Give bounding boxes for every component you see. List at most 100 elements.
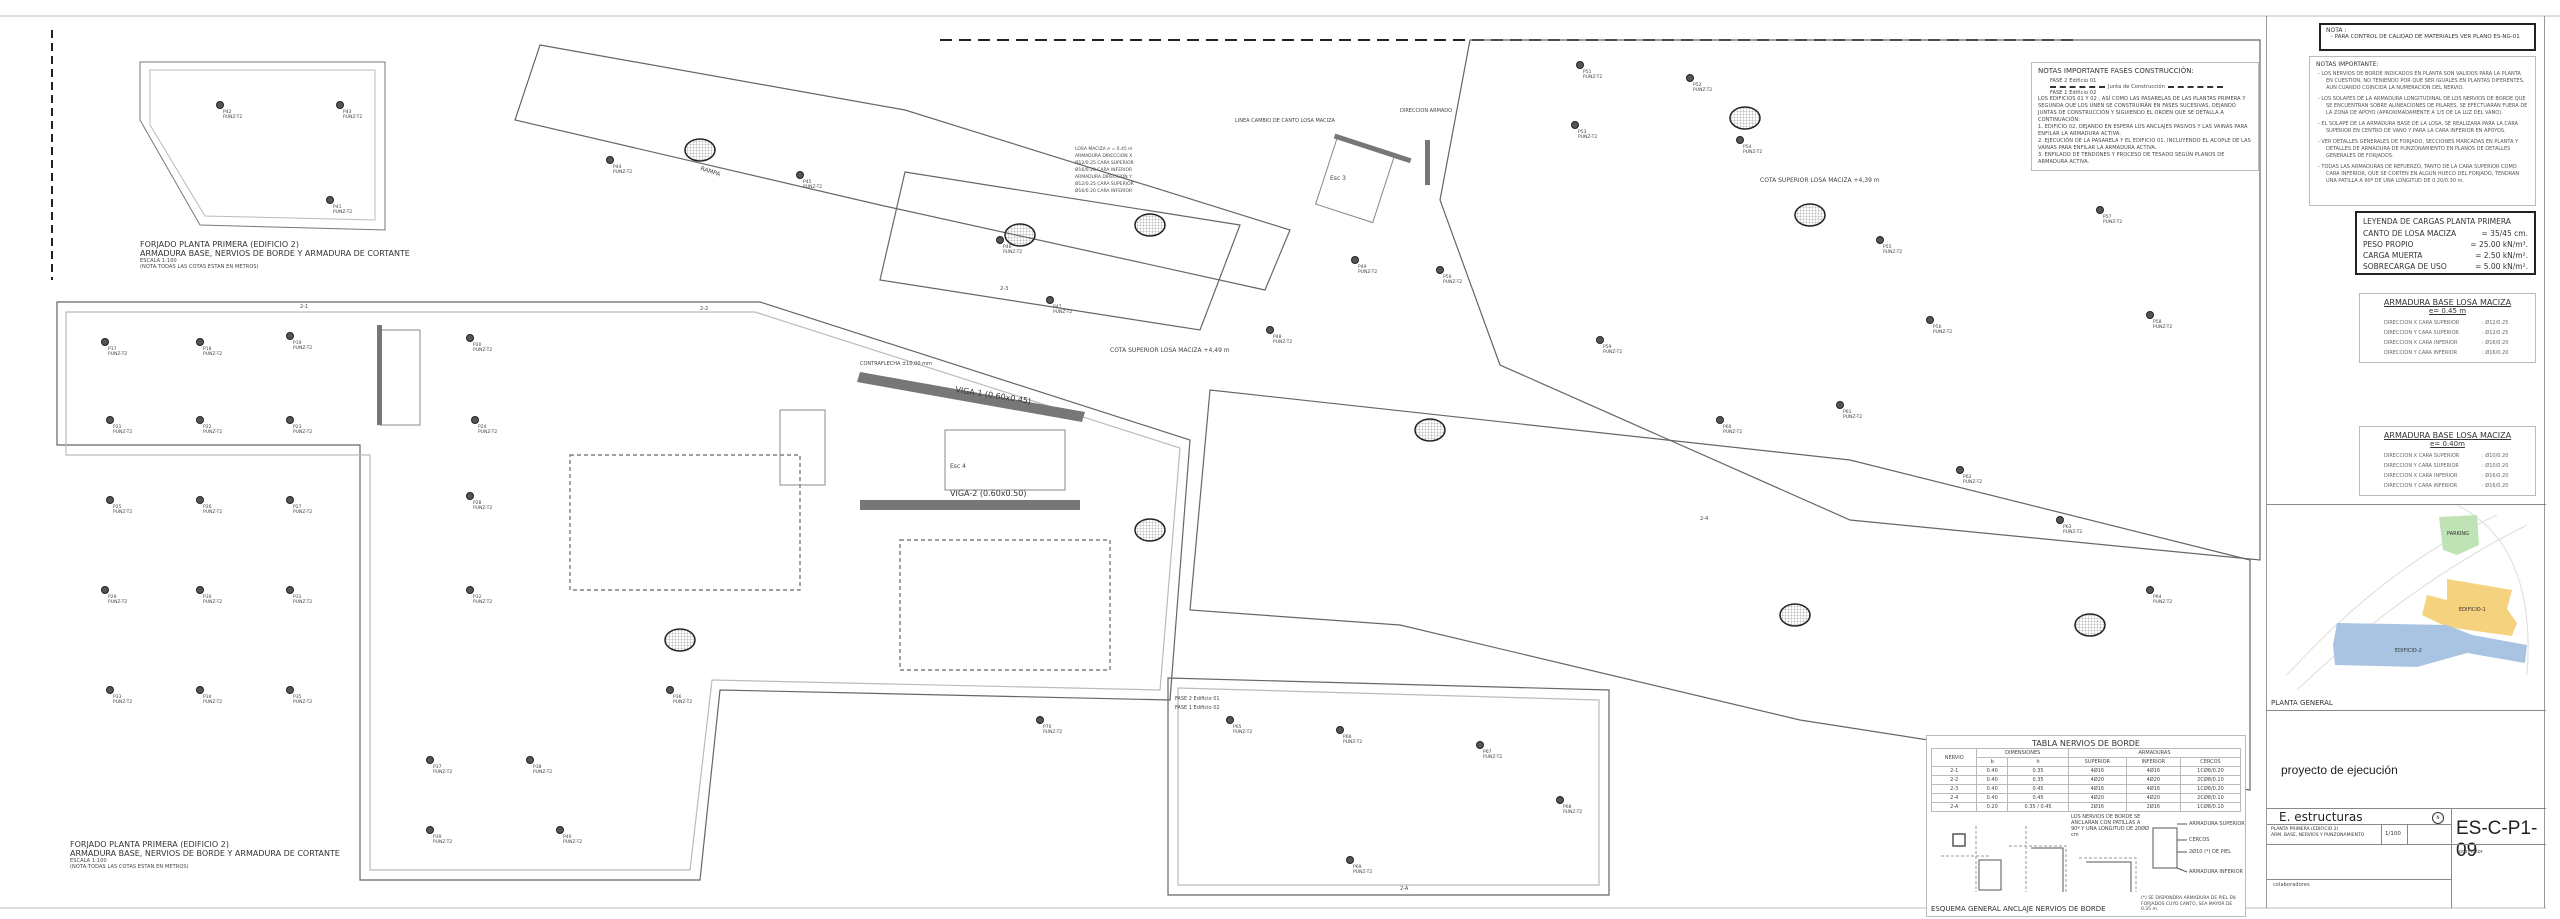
table-cell: 0.35 (2007, 766, 2070, 776)
pillar-id: P32 (473, 594, 482, 600)
opening-void-2 (899, 539, 1111, 671)
pillar-id: P36 (673, 694, 682, 700)
pillar-id: P19 (293, 340, 302, 346)
table-cell: 0.40 (1976, 784, 2009, 794)
pillar-type: PUNZ-T2 (293, 429, 312, 435)
north-icon: N (2432, 812, 2444, 824)
contraflecha-label: CONTRAFLECHA ±10,00 mm (860, 361, 932, 367)
table-cell: 0.45 (2007, 784, 2070, 794)
table-header-row: b h SUPERIOR INFERIOR CERCOS (1932, 757, 2242, 767)
divider (2267, 844, 2546, 845)
table-cell: 2Ø16 (2068, 802, 2127, 812)
pillar-id: P46 (1003, 244, 1012, 250)
nota-text: - PARA CONTROL DE CALIDAD DE MATERIALES … (2331, 34, 2520, 40)
table-cell: 1CØ8/0.20 (2179, 784, 2242, 794)
anclaje-label: ARMADURA SUPERIOR (2189, 821, 2245, 827)
header-cell: ARMADURAS (2068, 748, 2241, 758)
pillar-marker (1876, 236, 1884, 244)
punching-reinforcement-zone (1779, 603, 1811, 627)
pillar-type: PUNZ-T2 (1353, 869, 1372, 875)
anclaje-sketches (1941, 823, 2188, 892)
pillar-id: P39 (433, 834, 442, 840)
fase-label: FASE 2 Edificio 01 (1175, 696, 1220, 702)
header-cell: DIMENSIONES (1976, 748, 2070, 758)
pillar-marker (471, 416, 479, 424)
pillar-marker (101, 338, 109, 346)
stair-left (379, 329, 421, 426)
leyenda-cargas-title: LEYENDA DE CARGAS PLANTA PRIMERA (2363, 217, 2511, 226)
anclaje-sketches-area: LOS NERVIOS DE BORDE SE ANCLARAN CON PAT… (1931, 812, 2245, 896)
cota-superior-label: COTA SUPERIOR LOSA MACIZA +4,39 m (1760, 177, 1880, 184)
direccion-armado-label: DIRECCION ARMADO (1400, 108, 1452, 114)
pillar-marker (1226, 716, 1234, 724)
punching-reinforcement-zone (1729, 106, 1761, 130)
pillar-type: PUNZ-T2 (473, 347, 492, 353)
table-cell: 4Ø16 (2068, 784, 2127, 794)
pillar-marker (196, 496, 204, 504)
slab-ramp (514, 44, 1291, 291)
armadura-row: DIRECCION Y CARA SUPERIOR: Ø10/0.20 (2384, 463, 2509, 469)
pillar-marker (1436, 266, 1444, 274)
pillar-id: P68 (1563, 804, 1572, 810)
sheet-code: ES-C-P1-09 (2456, 818, 2538, 861)
header-cell: NERVIO (1930, 748, 1978, 767)
pillar-marker (1556, 796, 1564, 804)
pillar-marker (2056, 516, 2064, 524)
leyenda-row: CANTO DE LOSA MACIZA= 35/45 cm. (2363, 229, 2528, 238)
pillar-id: P63 (2063, 524, 2072, 530)
pillar-type: PUNZ-T2 (803, 184, 822, 190)
pillar-id: P27 (293, 504, 302, 510)
armadura-row: DIRECCION X CARA INFERIOR: Ø16/0.20 (2384, 473, 2509, 479)
stair-wall (1333, 133, 1412, 164)
armadura-045-box: ARMADURA BASE LOSA MACIZA e= 0.45 m DIRE… (2359, 293, 2536, 363)
pillar-id: P69 (1353, 864, 1362, 870)
table-cell: 0.40 (1976, 766, 2009, 776)
stair-label-esc3: Esc 3 (1330, 175, 1346, 182)
pillar-type: PUNZ-T2 (1053, 309, 1072, 315)
table-cell: 2CØ8/0.10 (2179, 775, 2242, 785)
pillar-id: P65 (1233, 724, 1242, 730)
table-cell: 2-1 (1930, 766, 1978, 776)
pillar-id: P43 (343, 109, 352, 115)
fase2-label: FASE 2 Edificio 01 (2050, 78, 2097, 84)
pillar-id: P25 (113, 504, 122, 510)
notes-fases-item: 3. ENFILADO DE TENDONES Y PROCESO DE TES… (2038, 152, 2225, 165)
pillar-type: PUNZ-T2 (1043, 729, 1062, 735)
pillar-type: PUNZ-T2 (1578, 134, 1597, 140)
pillar-type: PUNZ-T2 (1843, 414, 1862, 420)
nota-box: NOTA : - PARA CONTROL DE CALIDAD DE MATE… (2319, 23, 2536, 51)
caption-top-line2: ARMADURA BASE, NERVIOS DE BORDE Y ARMADU… (140, 249, 410, 258)
pillar-type: PUNZ-T2 (2153, 599, 2172, 605)
edificio-2-area (2333, 623, 2527, 667)
pillar-id: P53 (1578, 129, 1587, 135)
pillar-marker (2096, 206, 2104, 214)
losa-note-line: Ø16/0.20 CARA INFERIOR (1075, 187, 1132, 194)
table-header-row: NERVIO DIMENSIONES ARMADURAS (1930, 748, 2241, 767)
opening-void-1 (569, 454, 801, 591)
armadura-row: DIRECCION X CARA SUPERIOR: Ø10/0.20 (2384, 453, 2509, 459)
pillar-type: PUNZ-T2 (1963, 479, 1982, 485)
leyenda-row: PESO PROPIO= 25.00 kN/m³. (2363, 240, 2528, 249)
armadura-045-sub: e= 0.45 m (2428, 307, 2467, 315)
pillar-id: P17 (108, 346, 117, 352)
table-cell: 2CØ8/0.10 (2179, 793, 2242, 803)
pillar-type: PUNZ-T2 (293, 699, 312, 705)
junta-dash-line (2050, 86, 2105, 88)
pillar-id: P18 (203, 346, 212, 352)
pillar-id: P33 (113, 694, 122, 700)
